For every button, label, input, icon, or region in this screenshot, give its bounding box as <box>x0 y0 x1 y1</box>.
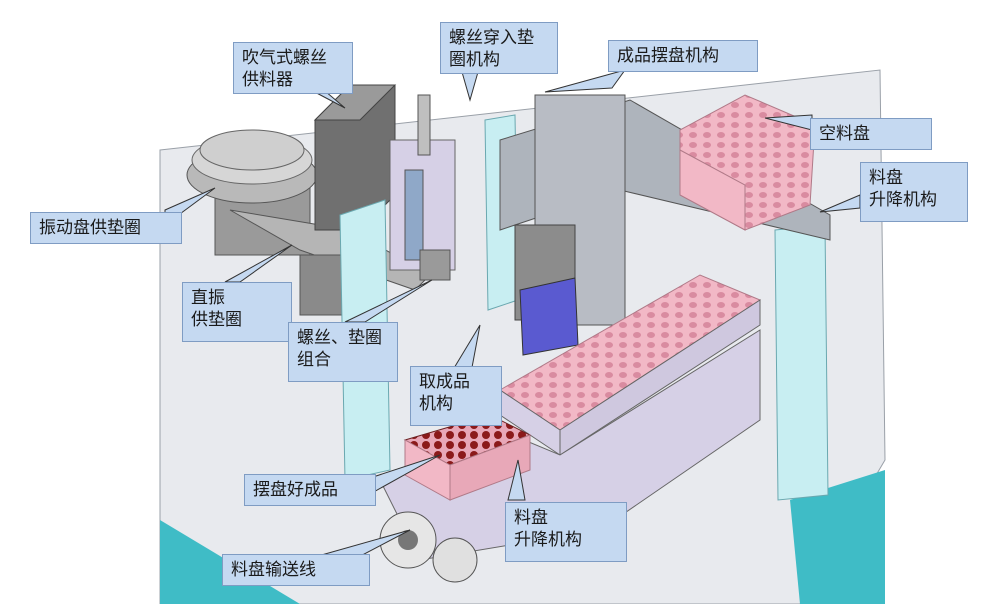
label-linear-feeder: 直振 供垫圈 <box>182 282 292 342</box>
label-screw-washer-combo: 螺丝、垫圈 组合 <box>288 322 398 382</box>
empty-tray-stack <box>679 94 816 231</box>
label-tray-lift-bottom: 料盘 升降机构 <box>505 502 627 562</box>
label-tray-conveyor: 料盘输送线 <box>222 554 370 586</box>
label-blow-screw-feeder: 吹气式螺丝 供料器 <box>233 42 353 94</box>
label-product-tray-arrange: 成品摆盘机构 <box>608 40 758 72</box>
lower-frame <box>379 329 761 583</box>
screw-thread-washer-mechanism <box>389 94 456 281</box>
label-pick-product: 取成品 机构 <box>410 366 502 426</box>
label-tray-lift-top: 料盘 升降机构 <box>860 162 968 222</box>
label-screw-thread-washer: 螺丝穿入垫 圈机构 <box>440 22 558 74</box>
label-vibratory-bowl: 振动盘供垫圈 <box>30 212 182 244</box>
label-arranged-products: 摆盘好成品 <box>244 474 376 506</box>
label-empty-tray: 空料盘 <box>810 118 932 150</box>
blow-screw-feeder <box>313 84 397 231</box>
